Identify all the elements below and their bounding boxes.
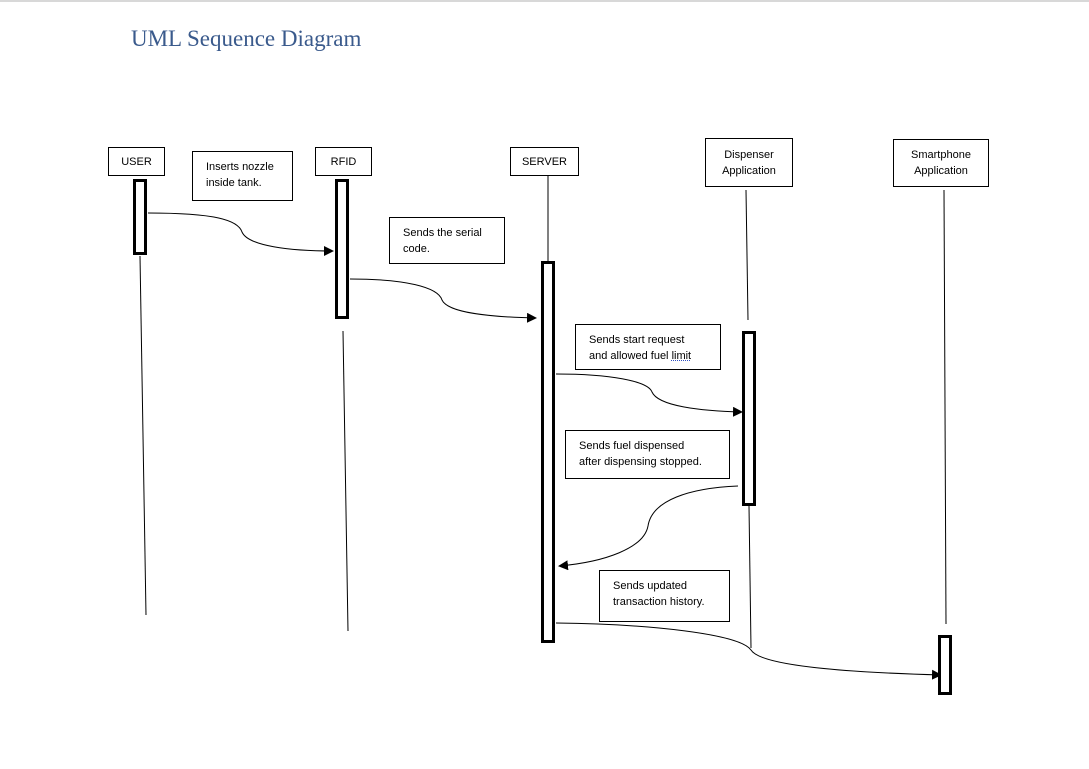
lifeline-dispenser-top (745, 189, 749, 321)
actor-user: USER (108, 147, 165, 176)
actor-rfid: RFID (315, 147, 372, 176)
note-start-request-limit: limit (671, 350, 692, 362)
note-start-request-line1: Sends start request (589, 334, 685, 346)
activation-server (541, 261, 555, 643)
note-sends-fuel-dispensed: Sends fuel dispensed after dispensing st… (565, 430, 730, 479)
note-inserts-nozzle: Inserts nozzle inside tank. (192, 151, 293, 201)
lifeline-dispenser-bottom (748, 505, 752, 649)
lifeline-rfid (342, 330, 349, 632)
note-sends-serial-code: Sends the serial code. (389, 217, 505, 264)
arrow-server-to-smartphone (555, 622, 942, 680)
note-start-request-line2: and allowed fuel (589, 350, 672, 362)
arrow-dispenser-to-server (558, 485, 739, 571)
top-border (0, 0, 1089, 2)
lifeline-smartphone (943, 189, 947, 625)
actor-smartphone-application: Smartphone Application (893, 139, 989, 187)
arrow-rfid-to-server (349, 278, 537, 323)
activation-dispenser (742, 331, 756, 506)
actor-dispenser-application: Dispenser Application (705, 138, 793, 187)
arrow-user-to-rfid (147, 212, 334, 256)
lifeline-user (139, 255, 147, 616)
note-sends-start-request: Sends start request and allowed fuel lim… (575, 324, 721, 370)
arrow-server-to-dispenser (555, 373, 743, 417)
activation-rfid (335, 179, 349, 319)
diagram-title: UML Sequence Diagram (131, 26, 362, 51)
activation-user (133, 179, 147, 255)
note-sends-transaction-history: Sends updated transaction history. (599, 570, 730, 622)
activation-smartphone (938, 635, 952, 695)
actor-server: SERVER (510, 147, 579, 176)
